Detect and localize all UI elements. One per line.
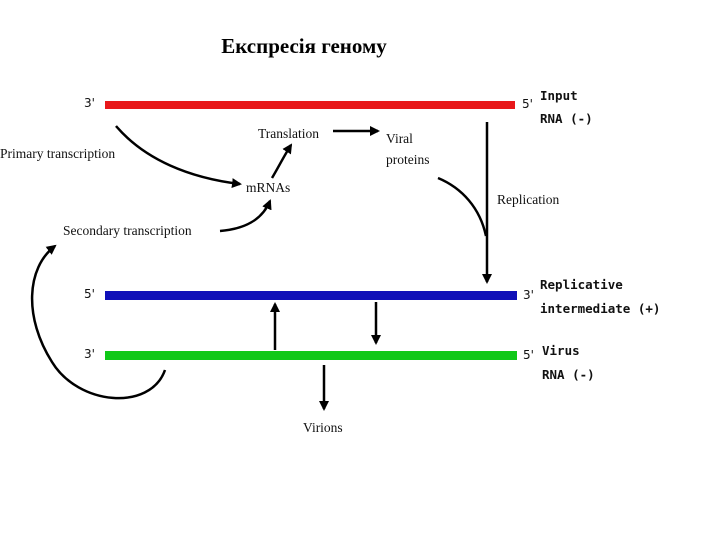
mrnas-label: mRNAs [246, 180, 291, 195]
replicative-label-line1: Replicative [540, 277, 623, 292]
replication-label: Replication [497, 192, 560, 207]
secondary-transcription-label: Secondary transcription [63, 223, 192, 238]
input-rna-strand [105, 101, 515, 109]
virus-label-line1: Virus [542, 343, 580, 358]
primary-transcription-label: Primary transcription [0, 146, 116, 161]
virus-left-end: 3' [84, 347, 95, 361]
input-label-line1: Input [540, 88, 578, 103]
translation-label: Translation [258, 126, 320, 141]
virus-right-end: 5' [523, 348, 534, 362]
replicative-intermediate-strand [105, 291, 517, 300]
viral-proteins-curve [437, 176, 488, 237]
page-title: Експресія геному [221, 34, 387, 58]
input-label-line2: RNA (-) [540, 111, 593, 126]
viral-proteins-line2: proteins [386, 152, 430, 167]
input-left-end: 3' [84, 96, 95, 110]
input-right-end: 5' [522, 97, 533, 111]
loop-arrow [30, 244, 167, 400]
primary-transcription-arrow [115, 125, 242, 189]
secondary-transcription-arrow [219, 199, 272, 233]
virions-label: Virions [303, 420, 343, 435]
replicative-label-line2: intermediate (+) [540, 301, 661, 316]
mrna-to-translation-arrow [270, 143, 293, 179]
replicative-right-end: 3' [523, 288, 534, 302]
virus-label-line2: RNA (-) [542, 367, 595, 382]
replicative-left-end: 5' [84, 287, 95, 301]
virus-rna-strand [105, 351, 517, 360]
viral-proteins-line1: Viral [386, 131, 413, 146]
